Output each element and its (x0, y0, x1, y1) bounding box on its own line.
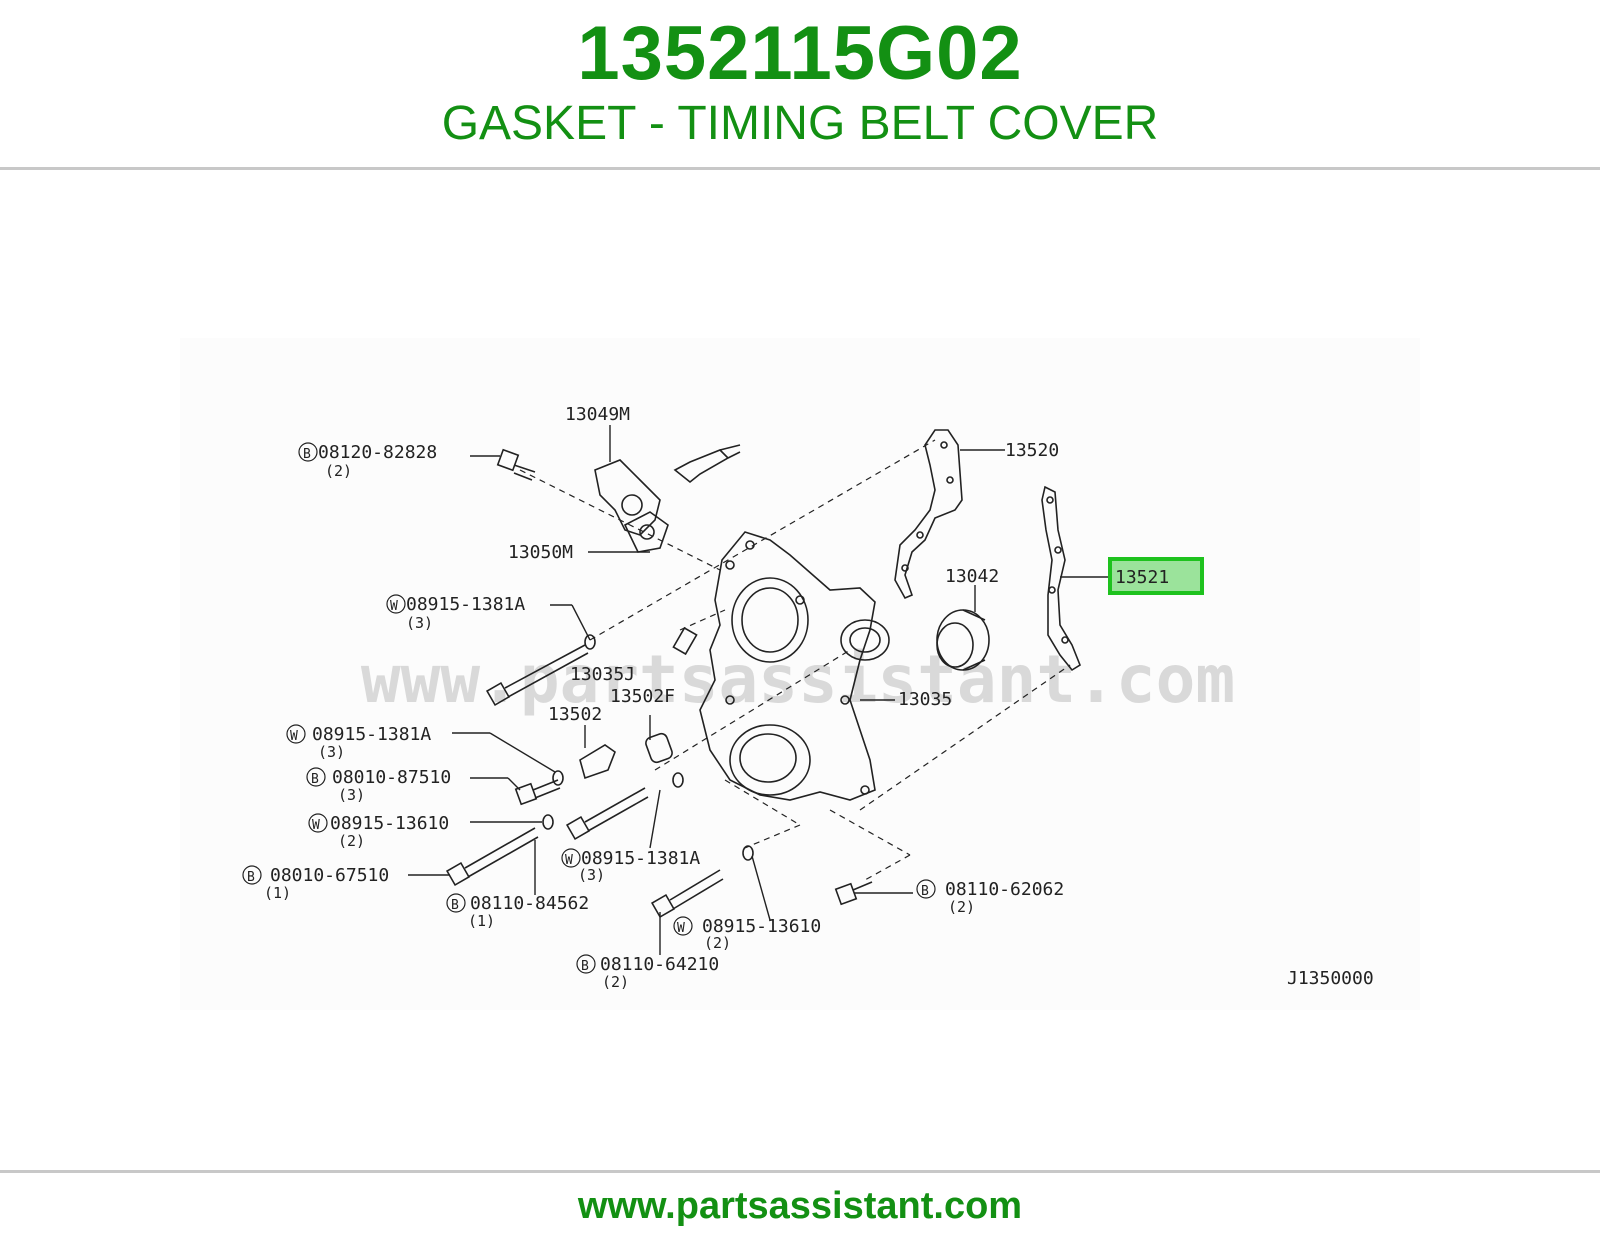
label-13050m: 13050M (508, 542, 573, 563)
label-08120-82828: 08120-82828 (318, 442, 437, 463)
label-13035j: 13035J (570, 664, 635, 685)
footer-website-link[interactable]: www.partsassistant.com (577, 1185, 1023, 1227)
label-08915-13610-1: 08915-13610 (330, 813, 449, 834)
mark-w-08915-a3: W (565, 853, 573, 868)
leader-lines (408, 425, 1110, 955)
qty-08010-67510: (1) (264, 884, 291, 902)
label-08110-84562: 08110-84562 (470, 893, 589, 914)
diagram-background (180, 338, 1420, 1010)
label-08110-62062: 08110-62062 (945, 879, 1064, 900)
mark-w-08915-136-2: W (677, 921, 685, 936)
callout-labels: 13049M 13520 13521 13050M 13042 13035J 1… (242, 404, 1374, 991)
label-08915-13610-2: 08915-13610 (702, 916, 821, 937)
qty-08120-82828: (2) (325, 462, 352, 480)
highlight-box-13521 (1108, 557, 1204, 595)
mark-b-08120: B (303, 447, 311, 462)
dowel-13035j (672, 626, 698, 656)
label-13049m: 13049M (565, 404, 630, 425)
part-line-art (408, 425, 1110, 955)
mark-b-08110-64: B (581, 959, 589, 974)
part-number-title: 1352115G02 (577, 11, 1023, 96)
bracket-13502 (579, 744, 616, 780)
mark-b-08010-67: B (247, 870, 255, 885)
label-13502f: 13502F (610, 686, 675, 707)
diagram-code: J1350000 (1287, 968, 1374, 989)
label-08010-67510: 08010-67510 (270, 865, 389, 886)
label-08010-87510: 08010-87510 (332, 767, 451, 788)
qty-08110-62062: (2) (948, 898, 975, 916)
label-13521: 13521 (1115, 567, 1169, 588)
mark-b-08110-84: B (451, 898, 459, 913)
qty-08110-64210: (2) (602, 973, 629, 991)
gasket-13521 (1041, 485, 1081, 672)
diagram-canvas: www.partsassistant.com (180, 338, 1420, 1010)
mark-w-08915-a2: W (290, 729, 298, 744)
label-08915-1381a-2: 08915-1381A (312, 724, 431, 745)
parts-diagram: www.partsassistant.com (0, 170, 1600, 1170)
mark-w-08915-a1: W (390, 599, 398, 614)
label-13502: 13502 (548, 704, 602, 725)
dowel-13502f (645, 732, 673, 764)
label-08110-64210: 08110-64210 (600, 954, 719, 975)
label-13042: 13042 (945, 566, 999, 587)
mark-b-08110-62: B (921, 884, 929, 899)
qty-08915-1381a-3: (3) (578, 866, 605, 884)
part-name-subtitle: GASKET - TIMING BELT COVER (441, 97, 1159, 150)
bottom-divider (0, 1170, 1600, 1173)
mark-b-08010-87: B (311, 772, 319, 787)
page-header: 1352115G02 GASKET - TIMING BELT COVER (0, 0, 1600, 170)
top-divider (0, 167, 1600, 170)
watermark-text: www.partsassistant.com (361, 641, 1235, 718)
label-08915-1381a-3: 08915-1381A (581, 848, 700, 869)
water-outlet-13049m (594, 459, 661, 536)
label-13035: 13035 (898, 689, 952, 710)
label-08915-1381a-1: 08915-1381A (406, 594, 525, 615)
qty-08110-84562: (1) (468, 912, 495, 930)
washers (542, 634, 754, 861)
qty-08915-1381a-2: (3) (318, 743, 345, 761)
qty-08010-87510: (3) (338, 786, 365, 804)
front-cover-housing (699, 531, 876, 801)
label-13520: 13520 (1005, 440, 1059, 461)
qty-08915-1381a-1: (3) (406, 614, 433, 632)
mark-w-08915-136-1: W (312, 818, 320, 833)
qty-08915-13610-1: (2) (338, 832, 365, 850)
gasket-13050m (623, 511, 669, 553)
gasket-13520 (894, 429, 963, 600)
bolts (445, 448, 873, 919)
qty-08915-13610-2: (2) (704, 934, 731, 952)
